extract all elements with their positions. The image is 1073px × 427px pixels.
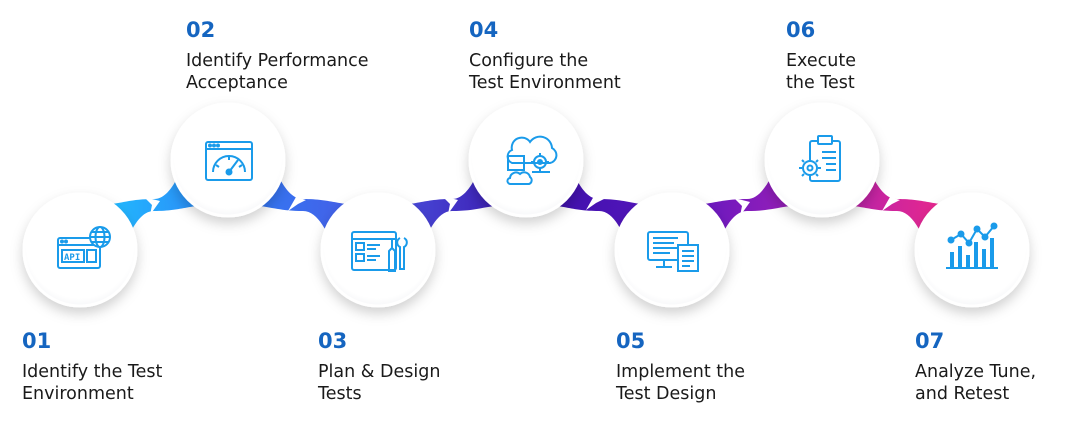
step-number: 06 <box>786 18 816 42</box>
step-title-line: Tests <box>318 384 362 404</box>
connector-arrows <box>144 196 900 216</box>
step-title-line: the Test <box>786 73 855 93</box>
step-1-circle: API <box>22 192 138 308</box>
arrow-3-icon <box>442 196 458 214</box>
step-3-circle <box>320 192 436 308</box>
step-title: Plan & Design Tests <box>318 361 558 405</box>
step-5-circle <box>614 192 730 308</box>
step-number: 01 <box>22 329 52 353</box>
step-4-label: 04 Configure the Test Environment <box>469 18 709 94</box>
step-title-line: Execute <box>786 51 856 71</box>
svg-text:API: API <box>64 253 80 263</box>
step-title: Configure the Test Environment <box>469 50 709 94</box>
clipboard-gear-icon <box>799 135 841 182</box>
step-title-line: and Retest <box>915 384 1010 404</box>
step-title: Implement the Test Design <box>616 361 856 405</box>
step-title-line: Acceptance <box>186 73 288 93</box>
step-title-line: Test Environment <box>469 73 621 93</box>
arrow-4-icon <box>586 196 604 210</box>
arrow-2-icon <box>288 197 306 211</box>
step-7-label: 07 Analyze Tune, and Retest <box>915 329 1065 405</box>
arrow-1-icon <box>144 197 160 215</box>
step-6-label: 06 Execute the Test <box>786 18 1026 94</box>
step-title: Execute the Test <box>786 50 1026 94</box>
arrow-6-icon <box>882 197 900 211</box>
step-7-circle <box>914 192 1030 308</box>
step-1-label: 01 Identify the Test Environment <box>22 329 262 405</box>
design-tools-icon <box>351 231 408 272</box>
monitor-document-icon <box>647 231 699 272</box>
arrow-5-icon <box>734 198 750 216</box>
step-2-circle <box>170 102 286 218</box>
step-title-line: Configure the <box>469 51 589 71</box>
api-browser-icon: API <box>57 226 111 269</box>
step-2-label: 02 Identify Performance Acceptance <box>186 18 426 94</box>
cloud-config-icon <box>506 135 558 185</box>
step-title-line: Test Design <box>616 384 717 404</box>
step-title-line: Environment <box>22 384 134 404</box>
step-number: 03 <box>318 329 348 353</box>
step-title: Analyze Tune, and Retest <box>915 361 1065 405</box>
step-number: 05 <box>616 329 646 353</box>
step-title-line: Identify Performance <box>186 51 369 71</box>
step-title-line: Implement the <box>616 362 745 382</box>
step-title-line: Plan & Design <box>318 362 441 382</box>
step-6-circle <box>764 102 880 218</box>
step-4-circle <box>468 102 584 218</box>
step-3-label: 03 Plan & Design Tests <box>318 329 558 405</box>
step-title-line: Identify the Test <box>22 362 163 382</box>
step-number: 07 <box>915 329 945 353</box>
bar-chart-icon <box>946 222 998 269</box>
step-number: 02 <box>186 18 216 42</box>
speedometer-browser-icon <box>205 141 253 181</box>
step-5-label: 05 Implement the Test Design <box>616 329 856 405</box>
step-title: Identify Performance Acceptance <box>186 50 426 94</box>
step-title-line: Analyze Tune, <box>915 362 1037 382</box>
step-title: Identify the Test Environment <box>22 361 262 405</box>
step-number: 04 <box>469 18 499 42</box>
